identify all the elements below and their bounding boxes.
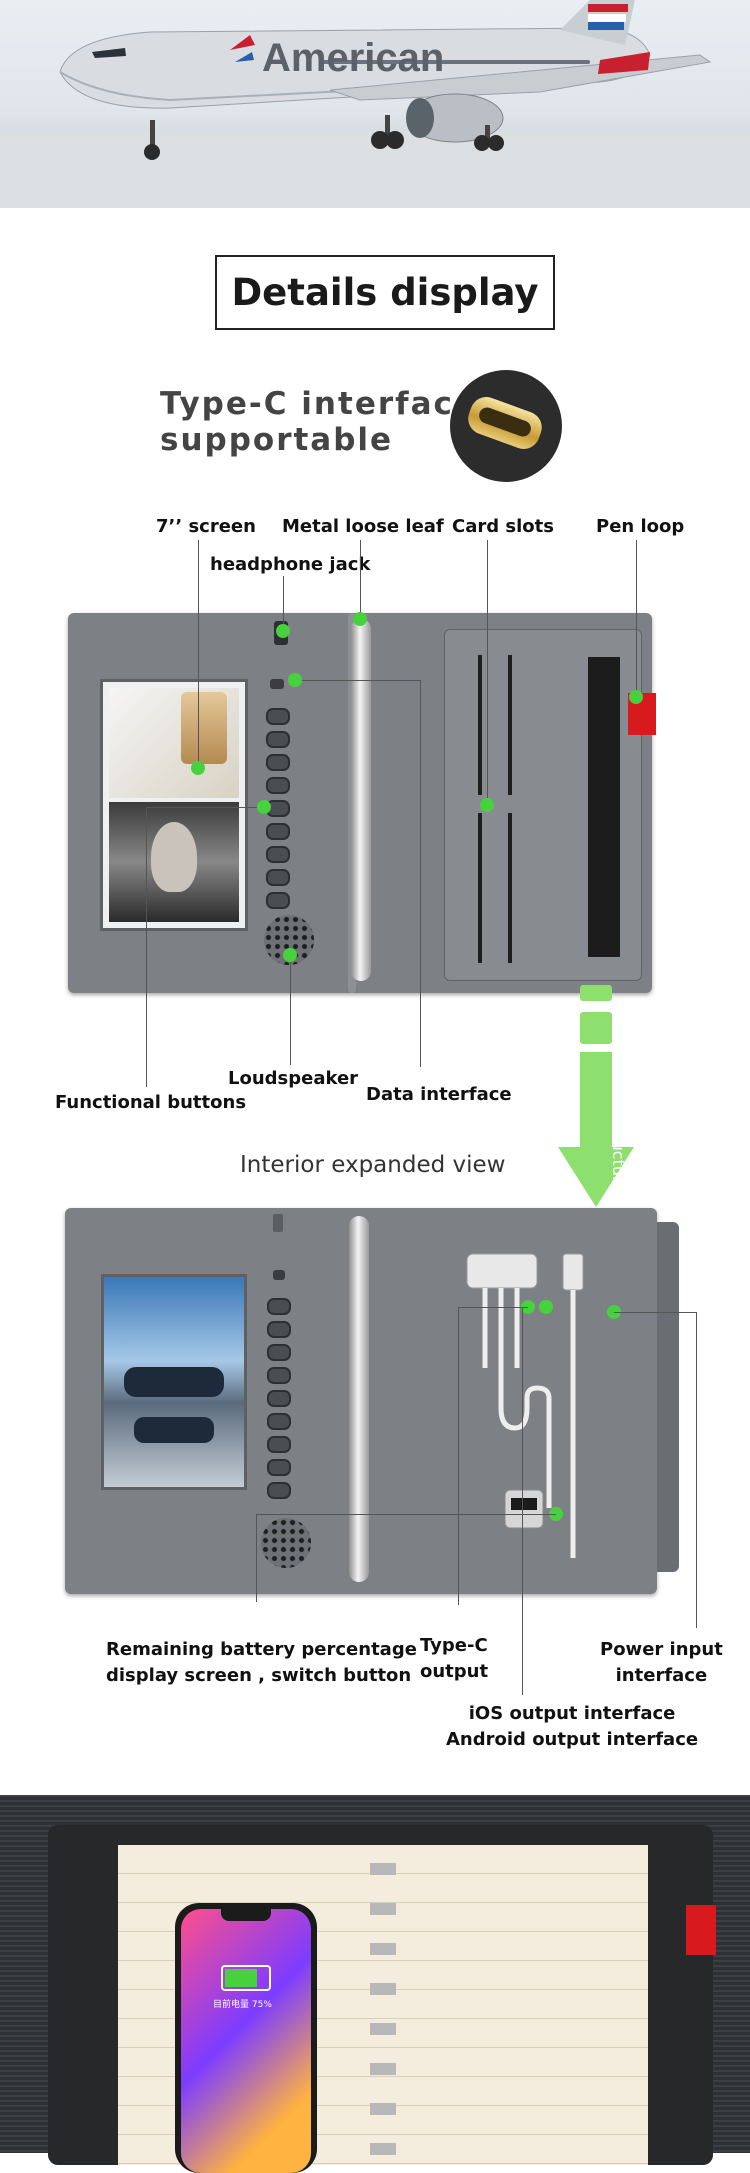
label-pen-loop: Pen loop bbox=[596, 516, 685, 537]
label-screen: 7’’ screen bbox=[156, 516, 256, 537]
interior-expanded-view-title: Interior expanded view bbox=[240, 1152, 506, 1178]
label-headphone-jack: headphone jack bbox=[210, 554, 371, 575]
product-screen bbox=[100, 679, 248, 931]
notebook-expanded-view bbox=[65, 1208, 679, 1594]
arrow-label-interior-structure: Interior structure bbox=[609, 1056, 628, 1193]
label-typec-output: Type-C output bbox=[420, 1633, 488, 1685]
arrow-dash-2 bbox=[580, 1012, 612, 1044]
label-power-line2: interface bbox=[615, 1665, 708, 1686]
label-loudspeaker: Loudspeaker bbox=[228, 1068, 359, 1089]
battery-icon bbox=[221, 1965, 271, 1991]
page-title-box: Details display bbox=[215, 255, 555, 330]
label-android-output: Android output interface bbox=[446, 1729, 699, 1750]
label-power-input: Power input interface bbox=[600, 1637, 723, 1689]
phone-battery-text: 目前电量 75% bbox=[213, 2000, 272, 2010]
notebook-phone-photo: 目前电量 75% bbox=[0, 1795, 750, 2173]
smartphone-image: 目前电量 75% bbox=[175, 1903, 317, 2173]
label-card-slots: Card slots bbox=[452, 516, 554, 537]
label-functional-buttons: Functional buttons bbox=[55, 1092, 247, 1113]
label-battery-line1: Remaining battery percentage bbox=[106, 1639, 417, 1660]
label-battery-display: Remaining battery percentage display scr… bbox=[106, 1637, 417, 1689]
page-title: Details display bbox=[231, 271, 539, 314]
typec-heading-line1: Type-C interface bbox=[160, 386, 477, 422]
label-typec-line2: output bbox=[420, 1661, 489, 1682]
hero-airplane-image: American bbox=[0, 0, 750, 208]
label-ios-android: iOS output interface Android output inte… bbox=[446, 1701, 698, 1753]
charging-cables bbox=[466, 1253, 584, 1558]
typec-connector-icon bbox=[450, 370, 562, 482]
label-battery-line2: display screen , switch button bbox=[106, 1665, 412, 1686]
label-data-interface: Data interface bbox=[366, 1084, 512, 1105]
label-ios-output: iOS output interface bbox=[468, 1703, 676, 1724]
arrow-dash-1 bbox=[580, 985, 612, 1001]
notebook-interior-view bbox=[68, 613, 656, 993]
typec-heading-line2: supportable bbox=[160, 422, 394, 458]
label-power-line1: Power input bbox=[600, 1639, 723, 1660]
product-screen-cars bbox=[101, 1274, 247, 1490]
interior-structure-arrow-icon bbox=[558, 1052, 634, 1207]
label-typec-line1: Type-C bbox=[420, 1635, 488, 1656]
label-metal-loose-leaf: Metal loose leaf bbox=[282, 516, 444, 537]
airline-logo-text: American bbox=[262, 36, 445, 80]
